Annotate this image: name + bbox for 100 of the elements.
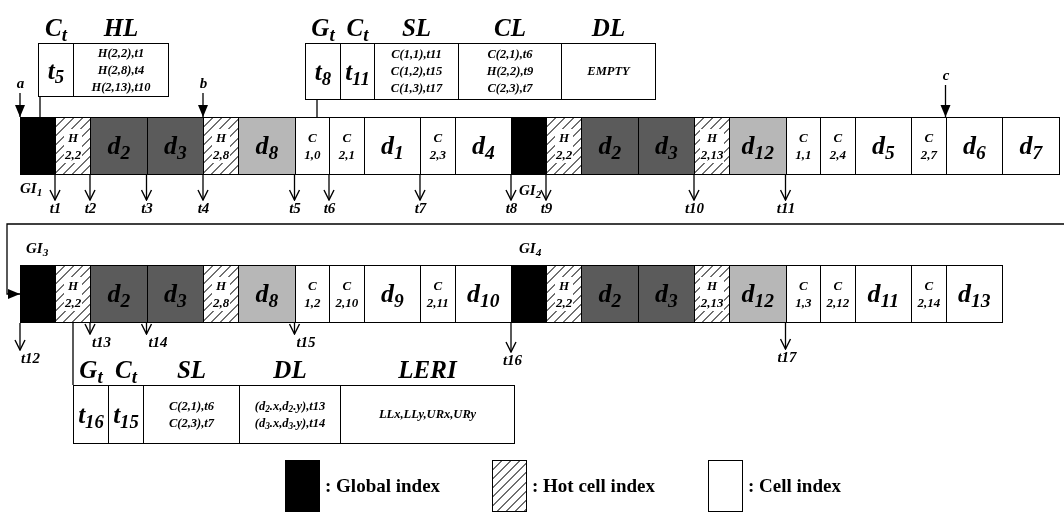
cell-index: C 2,14 bbox=[911, 265, 947, 323]
time-label: t6 bbox=[316, 200, 343, 217]
hot-cell-index: H 2,2 bbox=[546, 265, 582, 323]
arrow bbox=[940, 84, 951, 118]
field-value: (d$_{2}$.x,d$_{2}$.y),t13 bbox=[254, 397, 326, 415]
time-label: t5 bbox=[281, 200, 309, 217]
column-heading: C$_{t}$ bbox=[115, 357, 137, 385]
column-heading: SL bbox=[176, 357, 207, 385]
column-heading: HL bbox=[103, 15, 139, 43]
legend-label: : Cell index bbox=[748, 476, 841, 495]
data-block: d$_{3}$ bbox=[146, 117, 204, 175]
field-value: (d$_{3}$.x,d$_{3}$.y),t14 bbox=[254, 414, 326, 432]
time-label: t7 bbox=[407, 200, 434, 217]
index-label: GI$_{4}$ bbox=[519, 241, 542, 256]
arrow bbox=[84, 174, 96, 201]
field-value: C(1,3),t17 bbox=[390, 80, 443, 97]
cell-index: C 2,1 bbox=[329, 117, 365, 175]
pointer-label: b bbox=[197, 74, 210, 92]
column-heading: G$_{t}$ bbox=[79, 357, 103, 385]
time-label: t4 bbox=[190, 200, 217, 217]
data-block: d$_{1}$ bbox=[363, 117, 421, 175]
column-heading: DL bbox=[591, 15, 626, 43]
data-block: d$_{2}$ bbox=[581, 117, 639, 175]
time-label: t11 bbox=[772, 200, 800, 217]
arrow bbox=[323, 174, 335, 201]
legend-label: : Global index bbox=[325, 476, 441, 495]
field-value: t$_{11}$ bbox=[345, 59, 370, 84]
time-label: t9 bbox=[533, 200, 560, 217]
field-value: H(2,13),t10 bbox=[91, 78, 151, 96]
field-value: EMPTY bbox=[587, 63, 630, 80]
cell-index: C 2,12 bbox=[820, 265, 856, 323]
data-block: d$_{5}$ bbox=[854, 117, 912, 175]
arrow bbox=[505, 322, 517, 353]
column-heading: LERI bbox=[398, 357, 457, 385]
data-block: d$_{3}$ bbox=[146, 265, 204, 323]
field-value: H(2,2),t1 bbox=[97, 44, 145, 62]
time-label: t3 bbox=[133, 200, 161, 217]
field-value: H(2,8),t4 bbox=[97, 61, 145, 79]
column-heading: CL bbox=[494, 15, 526, 43]
arrow bbox=[288, 174, 301, 201]
time-label: t14 bbox=[143, 334, 173, 351]
data-block: d$_{11}$ bbox=[854, 265, 912, 323]
hot-cell-index: H 2,13 bbox=[694, 265, 730, 323]
time-label: t17 bbox=[772, 349, 802, 366]
field-value: C(2,1),t6 bbox=[168, 397, 215, 415]
global-index-block bbox=[20, 117, 56, 175]
index-label: GI$_{3}$ bbox=[26, 241, 49, 256]
time-label: t8 bbox=[498, 200, 525, 217]
index-label: GI$_{1}$ bbox=[20, 181, 43, 196]
data-block: d$_{6}$ bbox=[945, 117, 1003, 175]
data-block: d$_{2}$ bbox=[90, 265, 148, 323]
field-value: t$_{16}$ bbox=[78, 402, 104, 427]
arrow bbox=[414, 174, 426, 201]
index-label: GI$_{2}$ bbox=[519, 183, 542, 198]
global-index-block bbox=[511, 265, 547, 323]
cell-index: C 1,3 bbox=[785, 265, 821, 323]
data-block: d$_{10}$ bbox=[454, 265, 512, 323]
arrow bbox=[15, 92, 25, 118]
arrow bbox=[540, 174, 552, 201]
column-heading: C$_{t}$ bbox=[45, 15, 67, 43]
hot-cell-index: H 2,2 bbox=[55, 117, 91, 175]
column-heading: DL bbox=[273, 357, 307, 385]
field-value: C(1,1),t11 bbox=[391, 46, 442, 63]
column-heading: G$_{t}$ bbox=[311, 15, 335, 43]
time-label: t13 bbox=[87, 334, 116, 351]
hot-cell-index: H 2,2 bbox=[546, 117, 582, 175]
column-heading: C$_{t}$ bbox=[346, 15, 369, 43]
field-value: t$_{8}$ bbox=[314, 59, 332, 84]
hot-cell-index: H 2,13 bbox=[694, 117, 730, 175]
arrow bbox=[14, 322, 26, 351]
arrow bbox=[84, 322, 96, 335]
connector-line bbox=[72, 322, 74, 386]
arrow bbox=[6, 223, 1064, 299]
hot-cell-index: H 2,2 bbox=[55, 265, 91, 323]
arrow bbox=[197, 174, 209, 201]
global-index-block bbox=[20, 265, 56, 323]
field-value: C(2,3),t7 bbox=[487, 80, 533, 97]
cell-index: C 2,7 bbox=[911, 117, 947, 175]
data-block: d$_{4}$ bbox=[454, 117, 512, 175]
field-value: C(2,3),t7 bbox=[168, 414, 215, 432]
arrow bbox=[779, 174, 792, 201]
global-index-block bbox=[511, 117, 547, 175]
data-block: d$_{9}$ bbox=[363, 265, 421, 323]
pointer-label: c bbox=[939, 66, 953, 84]
legend-label: : Hot cell index bbox=[532, 476, 655, 495]
time-label: t12 bbox=[16, 350, 45, 367]
pointer-label: a bbox=[14, 74, 27, 92]
hot-cell-index: H 2,8 bbox=[203, 117, 239, 175]
data-block: d$_{8}$ bbox=[238, 117, 296, 175]
arrow bbox=[198, 92, 208, 118]
cell-index: C 2,10 bbox=[329, 265, 365, 323]
hot-cell-index: H 2,8 bbox=[203, 265, 239, 323]
column-heading: SL bbox=[401, 15, 432, 43]
arrow bbox=[688, 174, 700, 201]
connector-line bbox=[316, 99, 318, 118]
time-label: t1 bbox=[42, 200, 69, 217]
field-value: C(1,2),t15 bbox=[390, 63, 443, 80]
cell-index: C 1,2 bbox=[294, 265, 330, 323]
data-block: d$_{12}$ bbox=[729, 117, 787, 175]
arrow bbox=[49, 174, 61, 201]
